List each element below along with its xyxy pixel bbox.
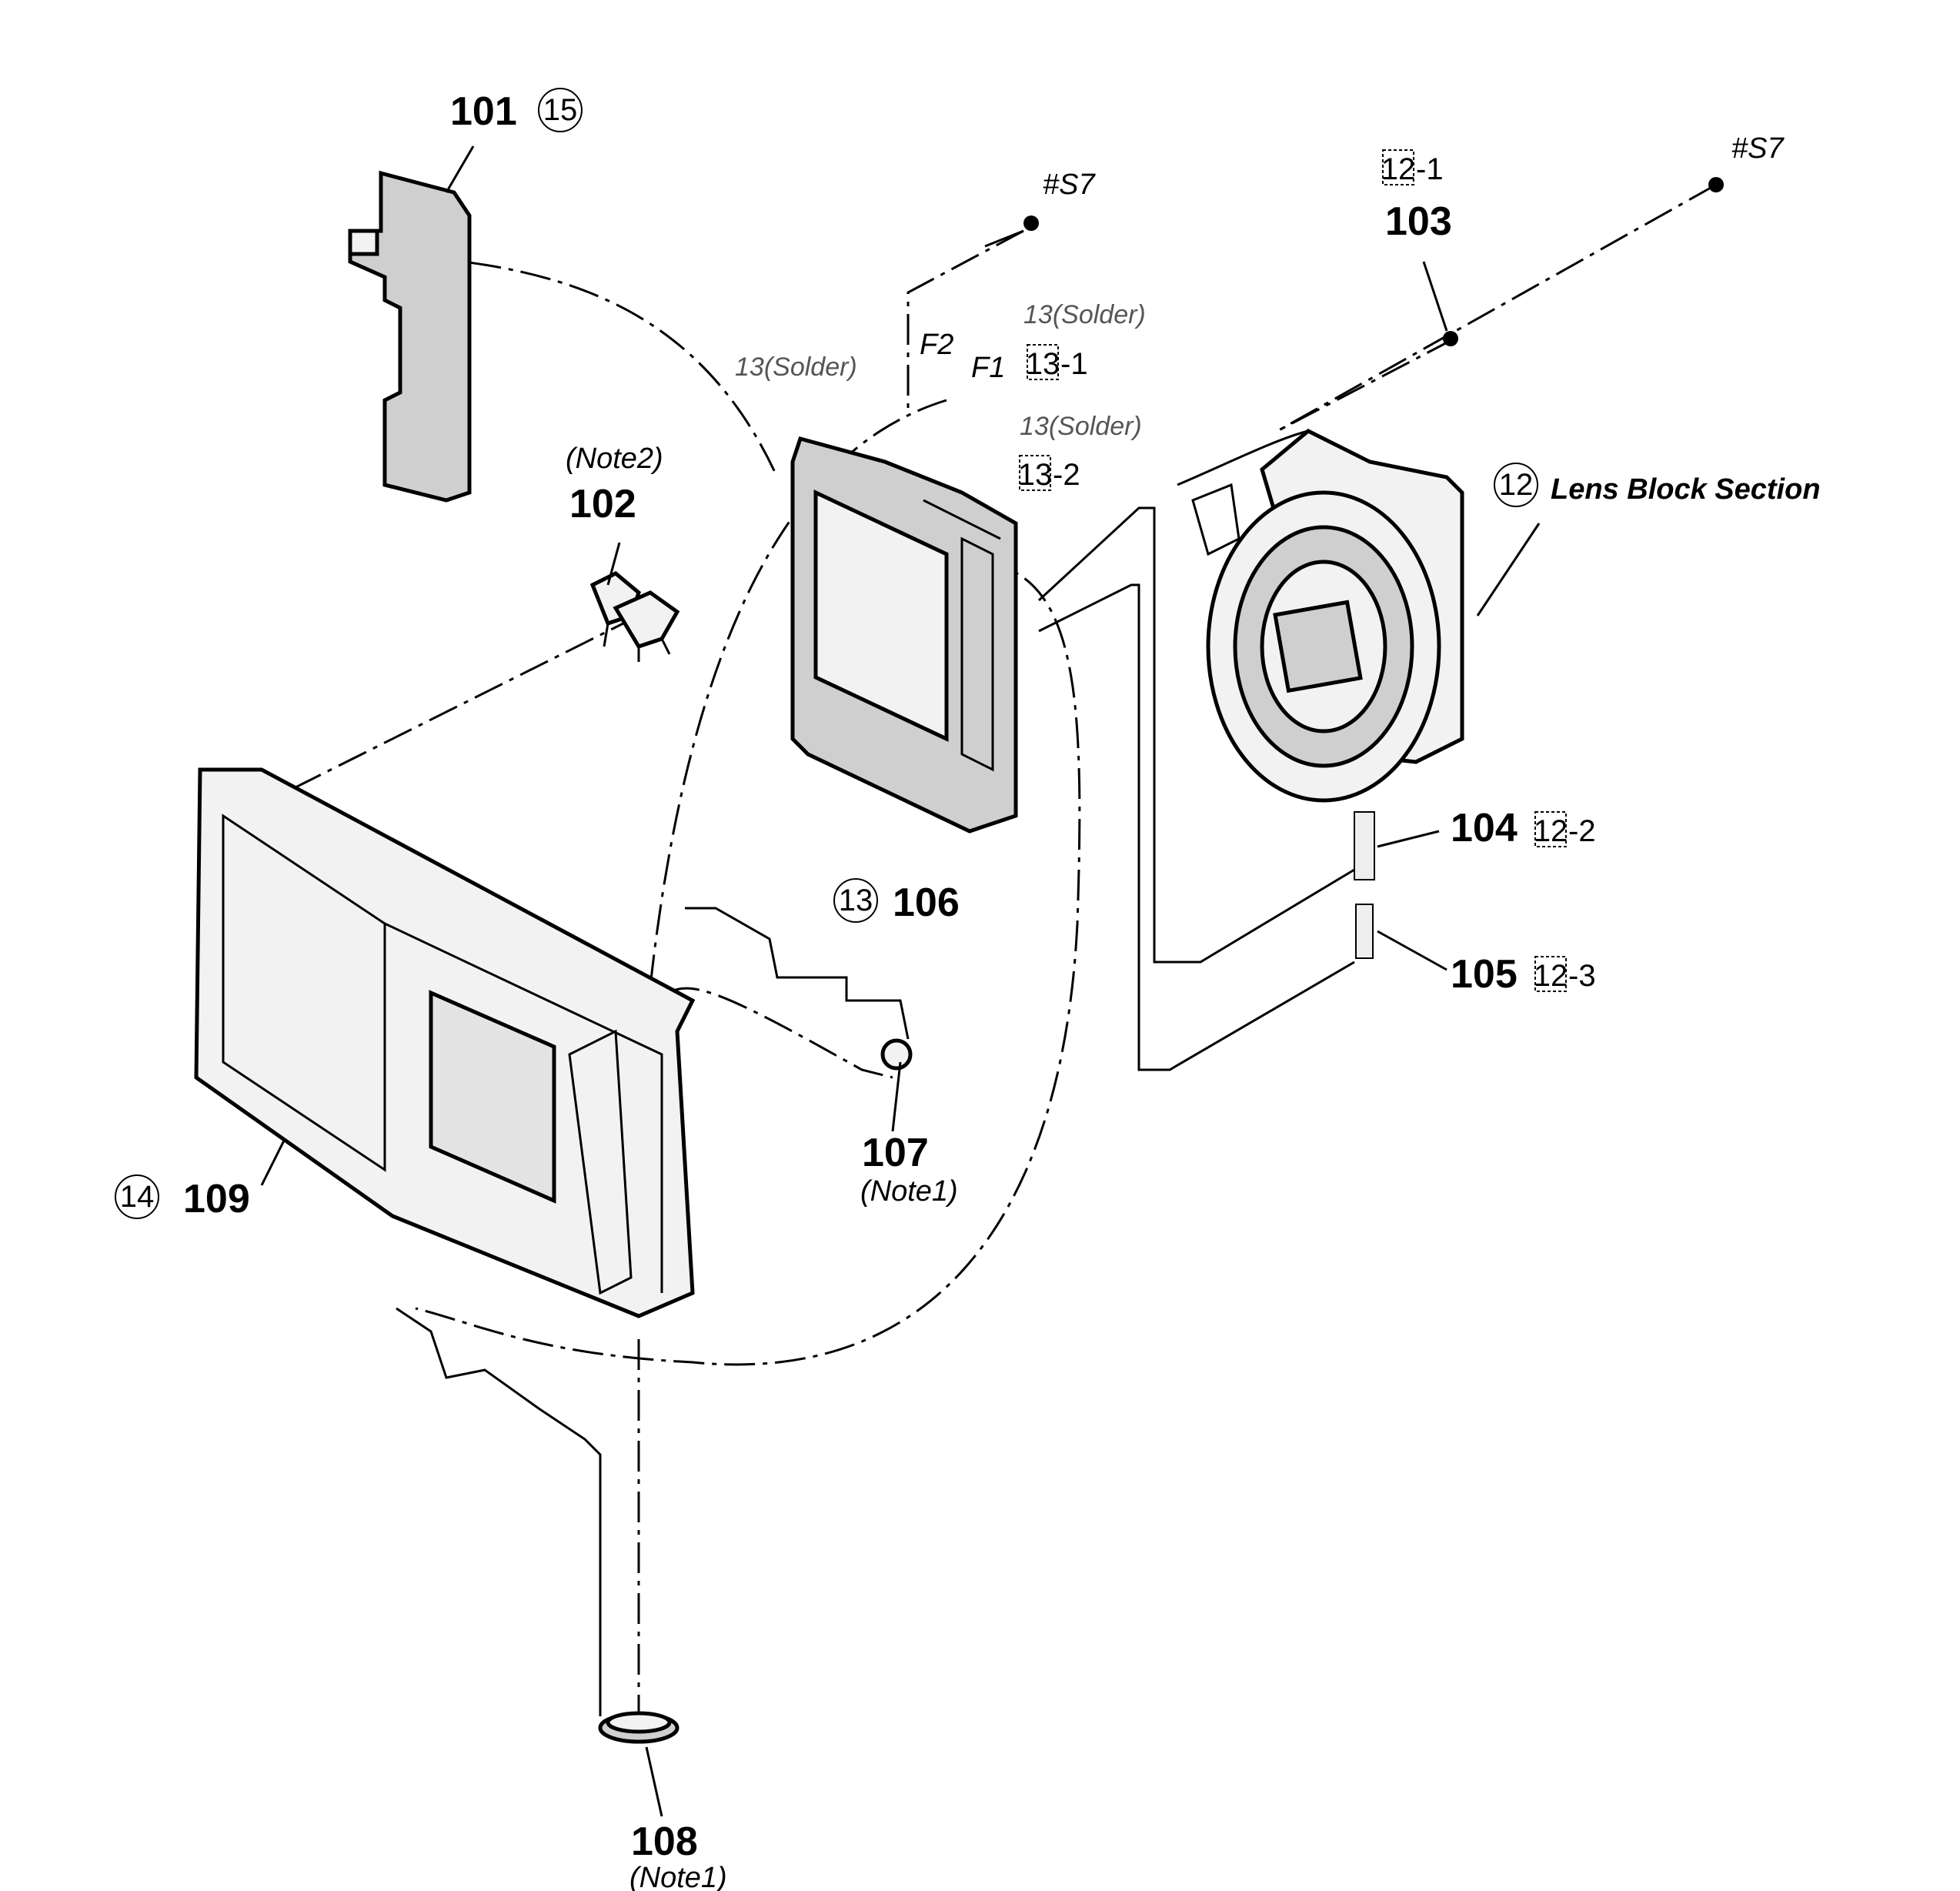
label-f2: F2: [920, 329, 953, 361]
label-106: 106: [893, 880, 960, 925]
label-f1: F1: [971, 352, 1005, 384]
label-s7-right: #S7: [1731, 132, 1785, 165]
ref-circle-12: [1494, 463, 1538, 507]
ref-circle-13: [833, 878, 878, 923]
label-102: 102: [569, 482, 636, 526]
label-lens-block-section: Lens Block Section: [1551, 473, 1821, 506]
part-105-tape: [1355, 904, 1374, 959]
label-103: 103: [1385, 199, 1452, 244]
part-108-flex: [396, 1307, 679, 1817]
ref-box-12-1-suffix: -1: [1416, 152, 1444, 186]
label-107-note1: (Note1): [860, 1175, 958, 1208]
part-106-board: [790, 436, 1018, 834]
part-107-flex: [685, 907, 913, 1071]
label-solder-mid: 13(Solder): [1020, 412, 1142, 441]
ref-circle-14: [115, 1174, 159, 1219]
part-102-clips: [589, 571, 680, 662]
label-note2: (Note2): [566, 443, 663, 475]
screw-s7-right-icon: [1708, 177, 1724, 192]
ref-circle-13-text: 13: [839, 884, 873, 917]
screw-s7-left-icon: [1023, 215, 1039, 231]
ref-box-12-2-text: 12: [1534, 814, 1568, 848]
ref-circle-15: [538, 88, 583, 132]
leader-lines: [260, 145, 1447, 1186]
part-103-screw: [1422, 261, 1458, 346]
label-101: 101: [450, 89, 517, 134]
part-104-tape: [1354, 811, 1375, 880]
ref-box-12-2-suffix: -2: [1568, 814, 1596, 848]
ref-box-12-1-text: 12: [1381, 152, 1416, 186]
label-109: 109: [183, 1177, 250, 1221]
ref-circle-12-text: 12: [1499, 468, 1534, 502]
lens-block: [1191, 429, 1464, 803]
ref-box-13-2-text: 13: [1018, 458, 1053, 492]
label-solder-top: 13(Solder): [1023, 300, 1146, 329]
ref-box-13-2: [1019, 455, 1051, 491]
ref-box-12-3-suffix: -3: [1568, 959, 1596, 993]
label-108-note1: (Note1): [629, 1862, 727, 1891]
ref-box-12-3: [1534, 956, 1567, 992]
label-104: 104: [1451, 806, 1518, 850]
assembly-lines: [269, 183, 1717, 1716]
label-solder-left: 13(Solder): [735, 352, 857, 382]
ref-box-12-1: [1382, 149, 1414, 185]
label-107: 107: [862, 1131, 929, 1175]
label-s7-left: #S7: [1043, 169, 1096, 201]
ref-circle-15-text: 15: [543, 93, 578, 127]
ref-box-13-1: [1027, 344, 1059, 380]
ref-circle-14-text: 14: [120, 1180, 155, 1214]
ref-box-12-3-text: 12: [1534, 959, 1568, 993]
label-108: 108: [631, 1819, 698, 1864]
ref-box-13-2-suffix: -2: [1053, 458, 1080, 492]
ref-box-13-1-suffix: -1: [1060, 347, 1088, 381]
ref-box-12-2: [1534, 811, 1567, 847]
part-101-plate: [348, 170, 472, 503]
part-109-frame: [194, 767, 696, 1318]
ref-box-13-1-text: 13: [1026, 347, 1060, 381]
label-105: 105: [1451, 952, 1518, 997]
